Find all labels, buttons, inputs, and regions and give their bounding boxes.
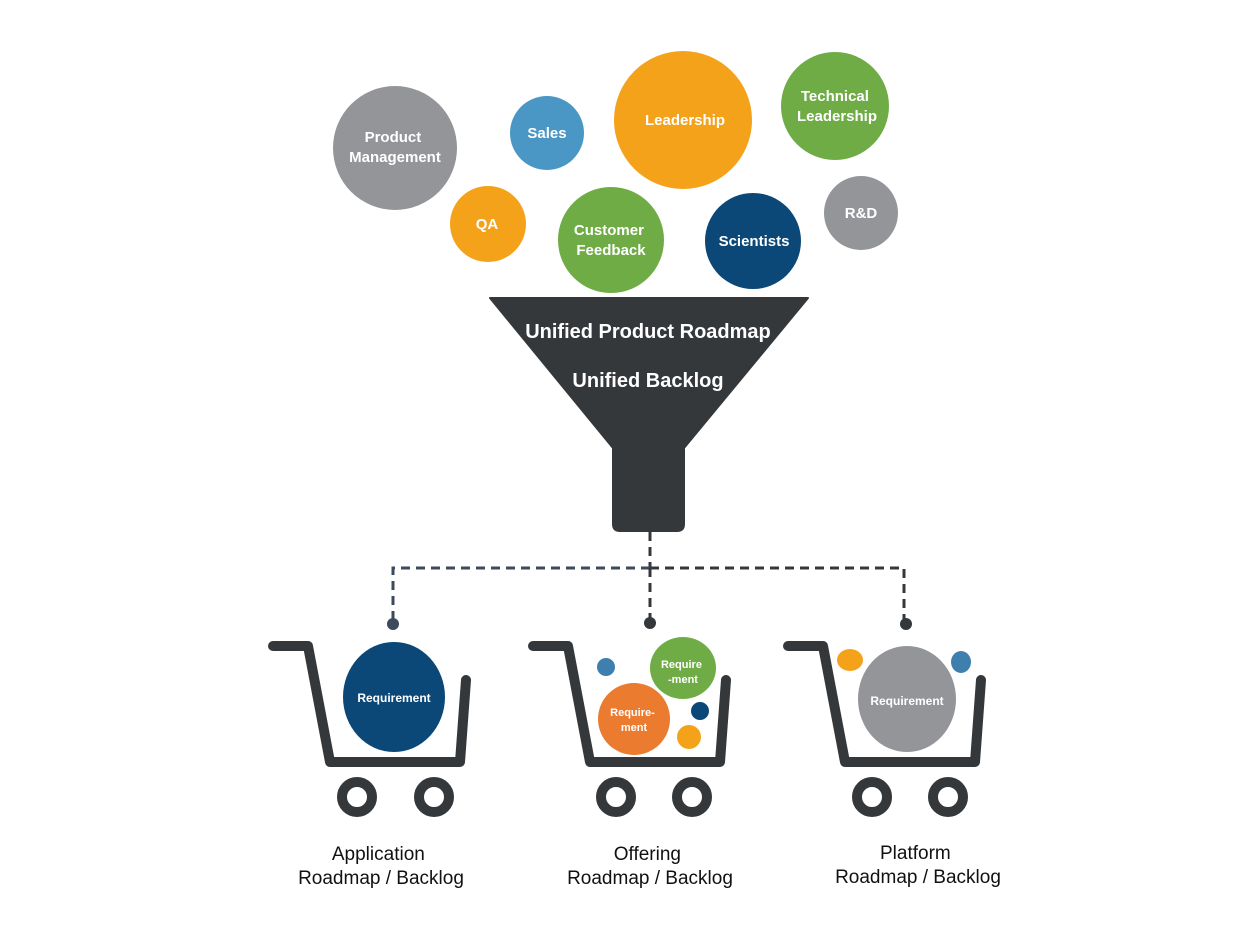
- small-dot-orange: [677, 725, 701, 749]
- cart-platform: Requirement Platform Roadmap / Backlog: [783, 641, 1001, 888]
- bubble-label-line: Leadership: [645, 112, 725, 129]
- requirement-label-line: -ment: [668, 674, 698, 686]
- bubble-label-line: QA: [476, 216, 499, 233]
- bubble-label-line: R&D: [845, 205, 878, 222]
- cart-icon: [783, 641, 986, 817]
- requirement-bubble: Requirement: [343, 642, 445, 752]
- bubble-label-line: Product: [365, 129, 422, 146]
- cart-application: Requirement Application Roadmap / Backlo…: [268, 641, 471, 889]
- small-dot-blue: [951, 651, 971, 673]
- source-bubble-r-and-d: R&D: [824, 176, 898, 250]
- connector-dot-left: [387, 618, 399, 630]
- source-bubble-qa: QA: [450, 186, 526, 262]
- connector-left: [391, 566, 650, 622]
- bubble-label-line: Management: [349, 149, 441, 166]
- svg-text:Scientists: Scientists: [719, 233, 790, 250]
- svg-text:Requirement: Requirement: [357, 691, 430, 705]
- cart-label-line: Offering: [614, 844, 681, 865]
- cart-label-line: Roadmap / Backlog: [835, 867, 1001, 888]
- bubble-label-line: Sales: [527, 125, 566, 142]
- svg-text:Leadership: Leadership: [645, 112, 725, 129]
- cart-label: Platform Roadmap / Backlog: [835, 843, 1001, 888]
- svg-text:QA: QA: [476, 216, 499, 233]
- funnel-title: Unified Product Roadmap: [525, 321, 771, 343]
- cart-label: Application Roadmap / Backlog: [298, 844, 464, 889]
- funnel-subtitle: Unified Backlog: [572, 370, 723, 392]
- bubble-label-line: Technical: [801, 88, 869, 105]
- source-bubble-customer-feedback: Customer Feedback: [558, 187, 664, 293]
- cart-wheel: [596, 777, 636, 817]
- svg-text:Requirement: Requirement: [870, 694, 943, 708]
- small-dot-orange: [837, 649, 863, 671]
- requirement-bubble: Requirement: [858, 646, 956, 752]
- source-bubble-leadership: Leadership: [614, 51, 752, 189]
- requirement-bubble: Require- ment: [598, 683, 670, 755]
- bubble-label-line: Feedback: [576, 242, 646, 259]
- source-bubble-sales: Sales: [510, 96, 584, 170]
- cart-wheel: [928, 777, 968, 817]
- requirement-bubble: Require -ment: [650, 637, 716, 699]
- bubble-label-line: Customer: [574, 222, 644, 239]
- svg-text:Technical Leadership: Technical Leadership: [797, 88, 877, 125]
- svg-text:Product Management: Product Management: [349, 129, 441, 166]
- cart-icon: [268, 641, 471, 817]
- connector-dot-right: [900, 618, 912, 630]
- cart-icon: [528, 641, 731, 817]
- requirement-label-line: Requirement: [357, 691, 430, 705]
- requirement-label-line: Require-: [610, 707, 655, 719]
- small-dot-navy: [691, 702, 709, 720]
- cart-label-line: Roadmap / Backlog: [298, 868, 464, 889]
- cart-label-line: Roadmap / Backlog: [567, 868, 733, 889]
- svg-text:Require- ment: Require- ment: [610, 707, 658, 734]
- cart-wheel: [414, 777, 454, 817]
- connectors: [391, 532, 906, 622]
- requirement-label-line: Requirement: [870, 694, 943, 708]
- svg-text:R&D: R&D: [845, 205, 878, 222]
- svg-text:Sales: Sales: [527, 125, 566, 142]
- cart-wheel: [337, 777, 377, 817]
- source-bubble-product-management: Product Management: [333, 86, 457, 210]
- connector-dot-center: [644, 617, 656, 629]
- svg-text:Require -ment: Require -ment: [661, 659, 705, 686]
- requirement-label-line: Require: [661, 659, 702, 671]
- funnel: Unified Product Roadmap Unified Backlog: [489, 297, 809, 532]
- source-bubble-scientists: Scientists: [705, 193, 801, 289]
- cart-wheel: [672, 777, 712, 817]
- source-bubble-technical-leadership: Technical Leadership: [781, 52, 889, 160]
- cart-label-line: Application: [332, 844, 425, 865]
- cart-label-line: Platform: [880, 843, 951, 864]
- connector-right: [650, 566, 906, 622]
- small-dot-blue: [597, 658, 615, 676]
- cart-label: Offering Roadmap / Backlog: [567, 844, 733, 889]
- bubble-label-line: Leadership: [797, 108, 877, 125]
- requirement-label-line: ment: [621, 722, 648, 734]
- funnel-shape: [489, 297, 809, 532]
- cart-offering: Require- ment Require -ment Offering Roa…: [528, 637, 733, 889]
- bubble-label-line: Scientists: [719, 233, 790, 250]
- cart-wheel: [852, 777, 892, 817]
- svg-text:Customer Feedback: Customer Feedback: [574, 222, 648, 259]
